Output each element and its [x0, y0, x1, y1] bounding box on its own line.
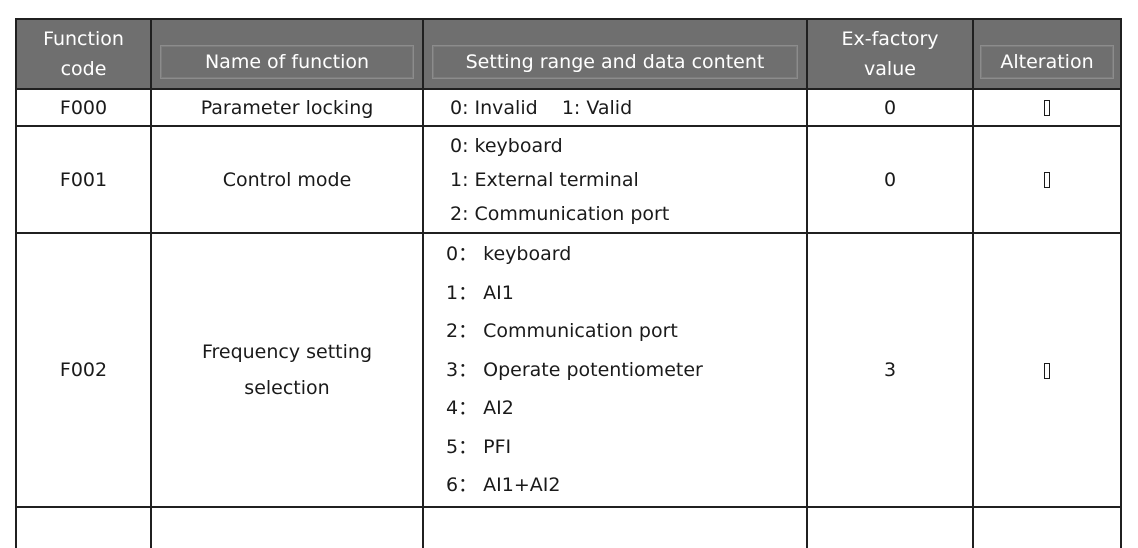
cell-alteration [972, 232, 1120, 508]
header-range-label: Setting range and data content [432, 45, 798, 79]
cell-empty [150, 506, 424, 548]
box-glyph-icon [1044, 172, 1050, 188]
header-function-code: Function code [17, 20, 152, 90]
option-item: 4： AI2 [446, 397, 514, 420]
option-item: 0: Invalid 1: Valid [450, 96, 633, 119]
option-item: 0： keyboard [446, 243, 572, 266]
table-row: F000 Parameter locking 0: Invalid 1: Val… [17, 88, 1120, 127]
option-item: 6： AI1+AI2 [446, 474, 561, 497]
cell-factory-value: 0 [806, 88, 974, 127]
header-name-of-function: Name of function [150, 20, 424, 90]
cell-setting-range: 0: Invalid 1: Valid [422, 88, 808, 127]
option-item: 5： PFI [446, 435, 512, 458]
cell-empty [806, 506, 974, 548]
cell-function-name: Frequency setting selection [150, 232, 424, 508]
table-header-row: Function code Name of function Setting r… [17, 20, 1120, 90]
cell-function-code: F000 [17, 88, 152, 127]
function-name-line: selection [244, 377, 330, 399]
header-factory-line1: Ex-factory [841, 28, 939, 50]
option-item: 1： AI1 [446, 281, 514, 304]
function-name-line: Frequency setting [201, 341, 373, 363]
option-item: 2: Communication port [450, 202, 670, 225]
table-row: F001 Control mode 0: keyboard 1: Externa… [17, 125, 1120, 234]
function-name-line: Parameter locking [200, 96, 374, 119]
cell-function-name: Control mode [150, 125, 424, 234]
cell-setting-range: 0： keyboard 1： AI1 2： Communication port… [422, 232, 808, 508]
cell-factory-value: 0 [806, 125, 974, 234]
table-row: F002 Frequency setting selection 0： keyb… [17, 232, 1120, 508]
option-item: 2： Communication port [446, 320, 678, 343]
cell-setting-range: 0: keyboard 1: External terminal 2: Comm… [422, 125, 808, 234]
cell-empty [972, 506, 1120, 548]
cell-factory-value: 3 [806, 232, 974, 508]
cell-alteration [972, 88, 1120, 127]
header-function-code-line2: code [60, 58, 107, 80]
header-alteration-label: Alteration [980, 45, 1114, 79]
header-alteration: Alteration [972, 20, 1120, 90]
parameter-table-frame: Function code Name of function Setting r… [15, 18, 1122, 548]
header-factory-line2: value [864, 58, 916, 80]
parameter-table: Function code Name of function Setting r… [17, 20, 1120, 548]
cell-alteration [972, 125, 1120, 234]
header-setting-range: Setting range and data content [422, 20, 808, 90]
table-row-partial [17, 506, 1120, 548]
option-item: 1: External terminal [450, 168, 639, 191]
cell-empty [422, 506, 808, 548]
cell-function-code: F001 [17, 125, 152, 234]
header-function-code-line1: Function [43, 28, 124, 50]
cell-empty [17, 506, 152, 548]
box-glyph-icon [1044, 362, 1050, 379]
option-item: 3： Operate potentiometer [446, 358, 703, 381]
header-ex-factory-value: Ex-factory value [806, 20, 974, 90]
function-name-line: Control mode [222, 168, 352, 191]
box-glyph-icon [1044, 100, 1050, 116]
option-item: 0: keyboard [450, 134, 563, 157]
cell-function-code: F002 [17, 232, 152, 508]
header-name-label: Name of function [160, 45, 414, 79]
cell-function-name: Parameter locking [150, 88, 424, 127]
